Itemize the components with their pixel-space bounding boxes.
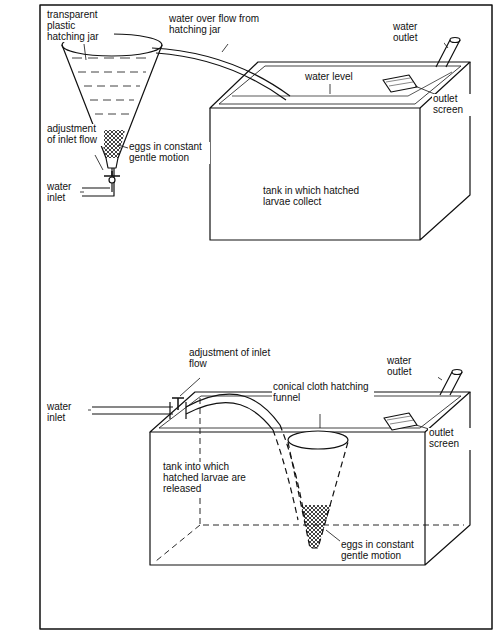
callout-label: water outlet	[392, 22, 444, 44]
eggs-mass	[301, 505, 331, 548]
callout-label: tank into which hatched larvae are relea…	[162, 462, 250, 494]
cloth-funnel	[288, 431, 348, 548]
callout-label: tank in which hatched larvae collect	[262, 186, 364, 208]
callout-label: conical cloth hatching funnel	[272, 382, 374, 404]
callout-label: water inlet	[46, 402, 88, 424]
overflow-pipe	[152, 48, 290, 100]
callout-label: water over flow from hatching jar	[168, 14, 280, 36]
callout-label: adjustment of inlet flow	[46, 124, 104, 146]
outlet-screen	[384, 413, 417, 430]
outlet-screen	[383, 75, 417, 92]
callout-label: outlet screen	[432, 94, 490, 116]
hatching-jar	[62, 34, 162, 196]
callout-label: eggs in constant gentle motion	[340, 540, 422, 562]
larvae-tank	[210, 38, 470, 241]
callout-label: transparent plastic hatching jar	[46, 10, 114, 42]
inlet-pipe	[92, 394, 305, 520]
inlet-valve	[104, 171, 120, 176]
release-tank	[150, 370, 470, 566]
callout-label: eggs in constant gentle motion	[128, 142, 210, 164]
leader-lines	[76, 38, 448, 192]
callout-label: water level	[304, 72, 354, 83]
callout-label: water outlet	[386, 356, 438, 378]
callout-label: adjustment of inlet flow	[188, 348, 282, 370]
leader-lines	[86, 372, 442, 545]
callout-label: outlet screen	[428, 428, 486, 450]
callout-label: water inlet	[46, 182, 80, 204]
figure-frame	[40, 5, 492, 629]
